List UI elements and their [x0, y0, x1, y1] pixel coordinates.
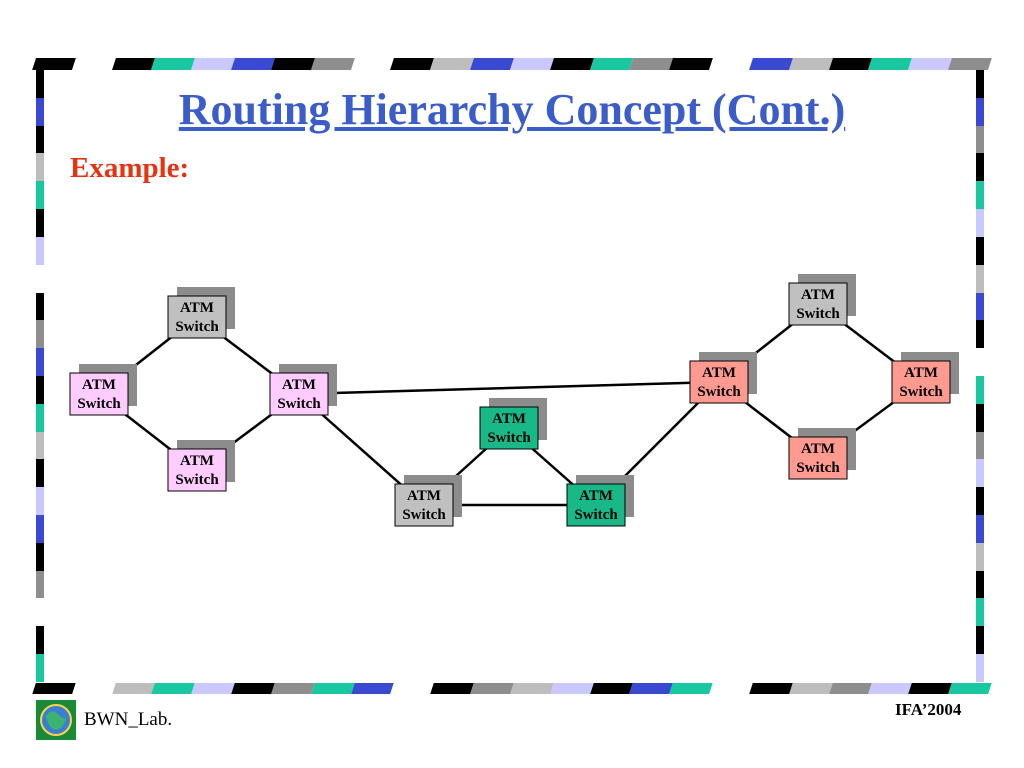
border-segment [976, 626, 984, 655]
atm-switch-node: ATM Switch [269, 364, 337, 416]
node-box [566, 483, 626, 527]
node-box [891, 360, 951, 404]
slide-frame [34, 62, 990, 692]
atm-switch-node: ATM Switch [394, 475, 462, 527]
left-decorative-border [36, 70, 44, 682]
border-segment [976, 236, 984, 265]
border-segment [36, 348, 44, 376]
border-segment [976, 570, 984, 599]
border-segment [36, 487, 44, 515]
node-label-switch: Switch [796, 460, 840, 476]
node-label-atm: ATM [407, 488, 441, 504]
border-segment [36, 320, 44, 349]
atm-switch-node: ATM Switch [566, 475, 634, 527]
node-label-switch: Switch [277, 396, 321, 412]
border-segment [36, 375, 44, 404]
node-label-switch: Switch [574, 507, 618, 523]
node-box [689, 360, 749, 404]
node-label-switch: Switch [487, 430, 531, 446]
node-label-atm: ATM [801, 287, 835, 303]
node-label-atm: ATM [904, 365, 938, 381]
border-segment [36, 70, 44, 98]
node-label-switch: Switch [697, 384, 741, 400]
border-segment [36, 431, 44, 460]
node-box [269, 372, 329, 416]
border-segment [976, 403, 984, 432]
atm-switch-node: ATM Switch [689, 352, 757, 404]
node-box [167, 295, 227, 339]
border-segment [36, 570, 44, 599]
node-box [167, 448, 227, 492]
node-label-switch: Switch [402, 507, 446, 523]
atm-switch-node: ATM Switch [167, 287, 235, 339]
node-label-switch: Switch [175, 319, 219, 335]
example-label: Example: [70, 152, 190, 184]
border-segment [976, 431, 984, 460]
border-segment [976, 181, 984, 210]
atm-switch-node: ATM Switch [788, 274, 856, 326]
node-box [788, 282, 848, 326]
border-segment [36, 181, 44, 210]
node-box [69, 372, 129, 416]
border-segment [976, 264, 984, 293]
border-segment [976, 654, 984, 682]
node-label-switch: Switch [796, 306, 840, 322]
border-segment [36, 264, 44, 293]
atm-switch-node: ATM Switch [891, 352, 959, 404]
border-segment [36, 626, 44, 655]
border-segment [976, 598, 984, 627]
node-label-atm: ATM [282, 377, 316, 393]
footer-lab-name: BWN_Lab. [84, 709, 173, 730]
atm-switch-node: ATM Switch [167, 440, 235, 492]
node-label-atm: ATM [180, 453, 214, 469]
node-label-switch: Switch [175, 472, 219, 488]
border-segment [36, 209, 44, 237]
slide-title: Routing Hierarchy Concept (Cont.) [178, 85, 846, 134]
border-segment [976, 320, 984, 349]
border-segment [976, 375, 984, 404]
node-label-atm: ATM [801, 441, 835, 457]
node-label-atm: ATM [492, 411, 526, 427]
atm-switch-node: ATM Switch [69, 364, 137, 416]
node-label-atm: ATM [180, 300, 214, 316]
right-decorative-border [976, 70, 984, 682]
link-L-right-to-R-left [298, 380, 720, 396]
border-segment [976, 70, 984, 98]
footer-conference: IFA’2004 [895, 700, 962, 719]
border-segment [976, 542, 984, 571]
border-segment [976, 153, 984, 182]
border-segment [976, 292, 984, 321]
border-segment [36, 459, 44, 488]
border-segment [36, 236, 44, 265]
node-label-atm: ATM [702, 365, 736, 381]
border-segment [976, 459, 984, 488]
border-segment [976, 97, 984, 126]
border-segment [36, 598, 44, 627]
node-label-switch: Switch [77, 396, 121, 412]
node-label-atm: ATM [82, 377, 116, 393]
border-segment [976, 487, 984, 515]
border-segment [36, 542, 44, 571]
atm-switch-node: ATM Switch [788, 428, 856, 480]
border-segment [36, 97, 44, 126]
node-box [479, 406, 539, 450]
border-segment [976, 209, 984, 237]
border-segment [36, 654, 44, 682]
node-label-switch: Switch [899, 384, 943, 400]
border-segment [36, 292, 44, 321]
node-box [394, 483, 454, 527]
border-segment [976, 515, 984, 543]
border-segment [976, 125, 984, 154]
border-segment [36, 403, 44, 432]
border-segment [976, 348, 984, 376]
bwn-lab-logo-icon [36, 700, 76, 740]
node-box [788, 436, 848, 480]
node-label-atm: ATM [579, 488, 613, 504]
border-segment [36, 515, 44, 543]
atm-switch-node: ATM Switch [479, 398, 547, 450]
border-segment [36, 125, 44, 154]
border-segment [36, 153, 44, 182]
